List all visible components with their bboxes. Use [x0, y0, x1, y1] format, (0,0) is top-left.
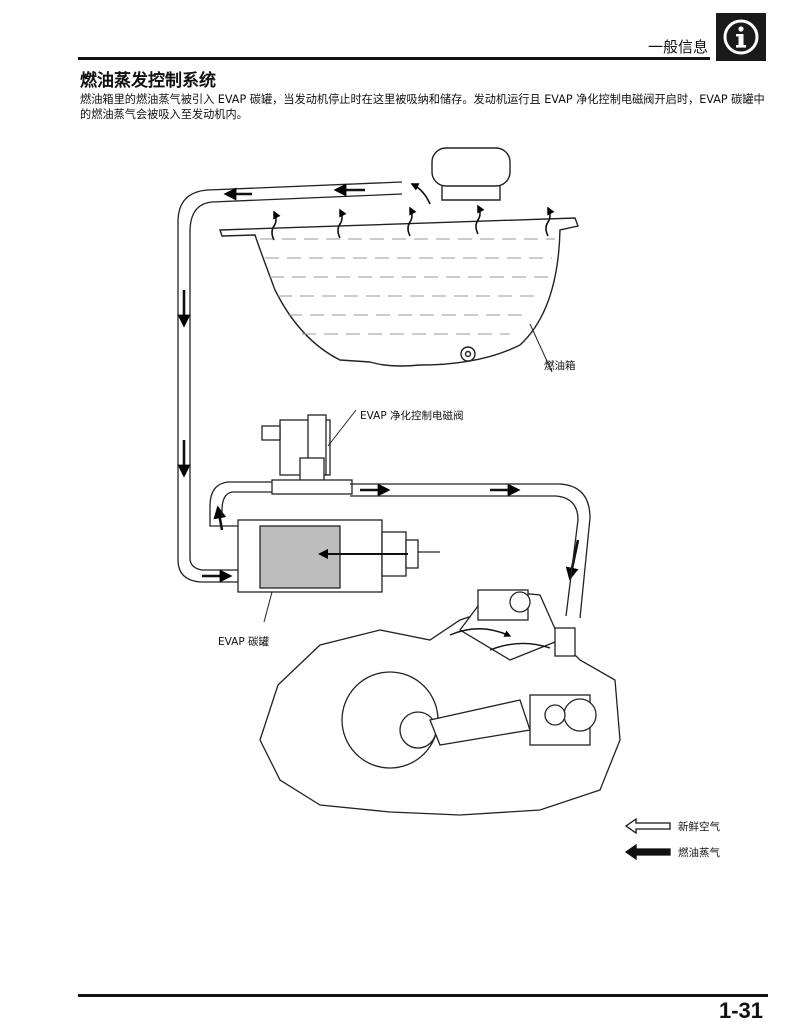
engine-intake-arrows [449, 628, 551, 651]
header-rule [78, 57, 710, 60]
evap-canister [237, 519, 440, 593]
hollow-arrow-icon [624, 818, 671, 834]
legend-label-fresh-air: 新鲜空气 [678, 820, 720, 833]
page-title: 燃油蒸发控制系统 [80, 71, 216, 91]
info-icon [716, 13, 766, 61]
fuel-tank-label: 燃油箱 [544, 360, 576, 372]
footer-rule [78, 994, 768, 997]
solid-arrow-icon [624, 844, 671, 860]
vapor-rising-arrows [271, 183, 555, 241]
purge-valve [261, 414, 353, 495]
evap-system-diagram: 燃油箱 EVAP 净化控制电磁阀 EVAP 碳罐 [160, 140, 640, 840]
intro-paragraph: 燃油箱里的燃油蒸气被引入 EVAP 碳罐，当发动机停止时在这里被吸纳和储存。发动… [80, 93, 765, 121]
legend-item-fuel-vapor: 燃油蒸气 [624, 844, 764, 860]
fuel-level-lines [260, 238, 555, 335]
legend-item-fresh-air: 新鲜空气 [624, 818, 764, 834]
vapor-tube [177, 181, 403, 583]
leader-lines [263, 323, 553, 623]
canister-label: EVAP 碳罐 [218, 636, 269, 648]
page-number: 1-31 [718, 998, 763, 1023]
purge-valve-label: EVAP 净化控制电磁阀 [360, 410, 464, 422]
purge-tube [209, 481, 591, 619]
diagram-illustration [177, 147, 621, 816]
engine [259, 589, 621, 816]
legend-label-fuel-vapor: 燃油蒸气 [678, 846, 720, 859]
section-label: 一般信息 [647, 38, 708, 56]
fuel-tank [219, 147, 579, 367]
